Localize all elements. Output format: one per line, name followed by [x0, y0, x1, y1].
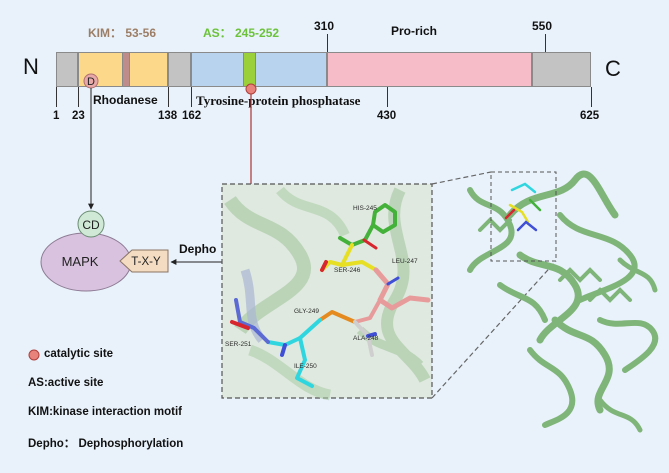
position-138-label: 138 [158, 110, 178, 122]
segment-c-terminal [532, 52, 591, 87]
dephos-label: Depho [179, 242, 216, 256]
n-terminus-label: N [23, 54, 39, 79]
tick-23 [78, 87, 79, 107]
residue-ile-250: ILE-250 [294, 363, 317, 370]
zoom-line-top [431, 171, 492, 185]
residue-leu-247: LEU-247 [392, 258, 418, 265]
tyrosine-phosphatase-label: Tyrosine-protein phosphatase [196, 93, 361, 108]
tick-625 [591, 87, 592, 107]
full-protein-structure [467, 170, 659, 433]
tick-430 [387, 87, 388, 107]
legend-catalytic-dot [28, 349, 40, 361]
kim-range-label: KIM： 53-56 [88, 26, 157, 40]
segment-linker [168, 52, 191, 87]
active-site-sticks [230, 203, 431, 388]
zoom-line-bottom [431, 260, 557, 399]
legend-kim: KIM:kinase interaction motif [28, 406, 182, 418]
position-23-label: 23 [72, 110, 85, 122]
segment-tyrosine-phosphatase [191, 52, 327, 87]
tick-550 [545, 34, 546, 52]
residue-ala-248: ALA-248 [353, 335, 379, 342]
rhodanese-label: Rhodanese [93, 93, 158, 107]
position-625-label: 625 [580, 110, 600, 122]
catalytic-site-dot [245, 83, 257, 95]
tick-1 [56, 87, 57, 107]
residue-gly-249: GLY-249 [294, 308, 319, 315]
residue-ser-246: SER-246 [334, 267, 361, 274]
txy-pentagon [119, 249, 169, 273]
position-1-label: 1 [53, 110, 60, 122]
mapk-label: MAPK [62, 254, 99, 269]
legend-catalytic-site: catalytic site [44, 348, 114, 360]
legend-active-site: AS:active site [28, 377, 104, 389]
d-marker-label: D [87, 76, 95, 88]
position-430-label: 430 [377, 110, 397, 122]
structure-active-site-sticks [504, 182, 542, 232]
position-310-label: 310 [314, 19, 335, 33]
cd-circle [77, 210, 105, 238]
segment-n-terminal [56, 52, 78, 87]
tick-162 [191, 87, 192, 107]
legend-dephosphorylation: Depho： Dephosphorylation [28, 438, 184, 450]
segment-kim [122, 52, 130, 87]
residue-ser-251: SER-251 [225, 341, 252, 348]
as-range-label: AS： 245-252 [203, 26, 280, 40]
tick-310 [327, 34, 328, 52]
pro-rich-label: Pro-rich [391, 24, 438, 38]
txy-label: T-X-Y [131, 256, 161, 268]
position-162-label: 162 [182, 110, 202, 122]
position-550-label: 550 [532, 19, 553, 33]
c-terminus-label: C [605, 56, 621, 81]
cd-label: CD [82, 218, 100, 232]
segment-pro-rich [327, 52, 532, 87]
tick-138 [168, 87, 169, 107]
residue-his-245: HIS-245 [353, 205, 377, 212]
